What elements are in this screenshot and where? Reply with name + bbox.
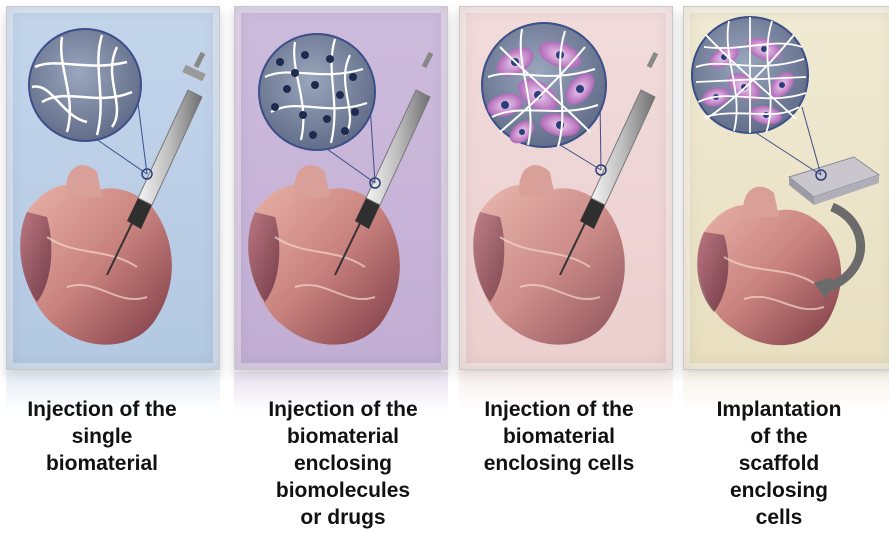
panel-enclosing-cells	[459, 6, 673, 370]
single-biomaterial-illustration	[7, 7, 220, 370]
magnified-circle-icon	[29, 29, 147, 174]
panel-biomolecules-or-drugs	[234, 6, 448, 370]
panel-scaffold-implantation	[683, 6, 889, 370]
scaffold-patch-icon	[789, 157, 879, 205]
scaffold-illustration	[684, 7, 889, 370]
magnified-circle-icon	[692, 17, 821, 175]
panel-single-biomaterial	[6, 6, 220, 370]
cells-illustration	[460, 7, 673, 370]
magnified-circle-icon	[482, 23, 606, 170]
biomolecules-illustration	[235, 7, 448, 370]
caption-enclosing-cells: Injection of the biomaterial enclosing c…	[456, 396, 662, 477]
heart-icon	[697, 187, 841, 345]
magnified-circle-icon	[259, 34, 375, 183]
caption-scaffold-implantation: Implantation of the scaffold enclosing c…	[694, 396, 864, 531]
caption-single-biomaterial: Injection of the single biomaterial	[4, 396, 200, 477]
caption-biomolecules-or-drugs: Injection of the biomaterial enclosing b…	[240, 396, 446, 531]
